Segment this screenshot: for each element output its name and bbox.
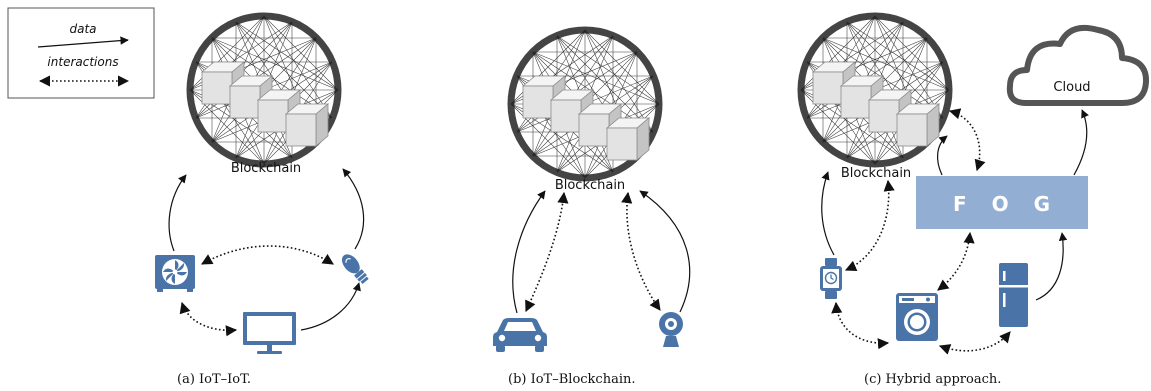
interaction-fan-monitor [179,301,238,337]
washing-machine-icon [896,293,938,341]
fan-icon [155,255,195,292]
interaction-washer-fog [937,231,975,291]
webcam-icon [659,312,683,347]
arrow-bulb-to-blockchain [342,168,365,250]
caption-a: (a) IoT–IoT. [177,372,251,387]
legend-data-arrow [37,36,129,48]
panel-c: Blockchain Cloud F O G [801,16,1150,387]
arrow-fridge-to-fog [1035,232,1068,301]
legend-data-label: data [69,22,96,36]
legend-interactions-label: interactions [47,55,118,69]
caption-b: (b) IoT–Blockchain. [508,372,636,387]
blockchain-sphere-b [511,30,659,178]
legend: data interactions [7,7,155,99]
blockchain-label-c: Blockchain [841,166,911,181]
interaction-washer-fridge [938,331,1011,355]
blockchain-sphere-a [190,16,338,164]
arrow-fog-to-blockchain [937,135,948,176]
bulb-icon [341,254,369,285]
caption-c: (c) Hybrid approach. [864,372,1001,387]
interaction-fan-bulb [201,245,334,265]
interaction-webcam-blockchain [621,191,661,311]
panel-b: Blockchain (b) IoT–Blockchain. [493,30,691,387]
blockchain-sphere-c [801,16,949,164]
interaction-watch-blockchain [844,179,895,272]
arrow-monitor-to-bulb [300,282,361,331]
interaction-fog-blockchain [948,108,986,172]
cloud-label: Cloud [1053,80,1090,95]
smartwatch-icon [820,258,842,299]
monitor-icon [243,312,296,354]
fog-label: F O G [953,192,1059,216]
interaction-watch-washer [831,301,890,350]
arrow-fan-to-blockchain [168,174,187,252]
arrow-watch-to-blockchain [821,171,835,256]
panel-a: Blockchain [155,16,369,387]
car-icon [493,318,547,352]
arrow-fog-to-cloud [1073,109,1089,176]
blockchain-label-a: Blockchain [231,161,301,176]
cloud-shape [1006,24,1150,106]
arrow-car-to-blockchain [512,190,546,314]
fridge-icon [999,263,1028,327]
interaction-car-blockchain [525,191,569,313]
blockchain-label-b: Blockchain [555,178,625,193]
arrow-webcam-to-blockchain [639,190,691,313]
fog-box [916,176,1088,229]
